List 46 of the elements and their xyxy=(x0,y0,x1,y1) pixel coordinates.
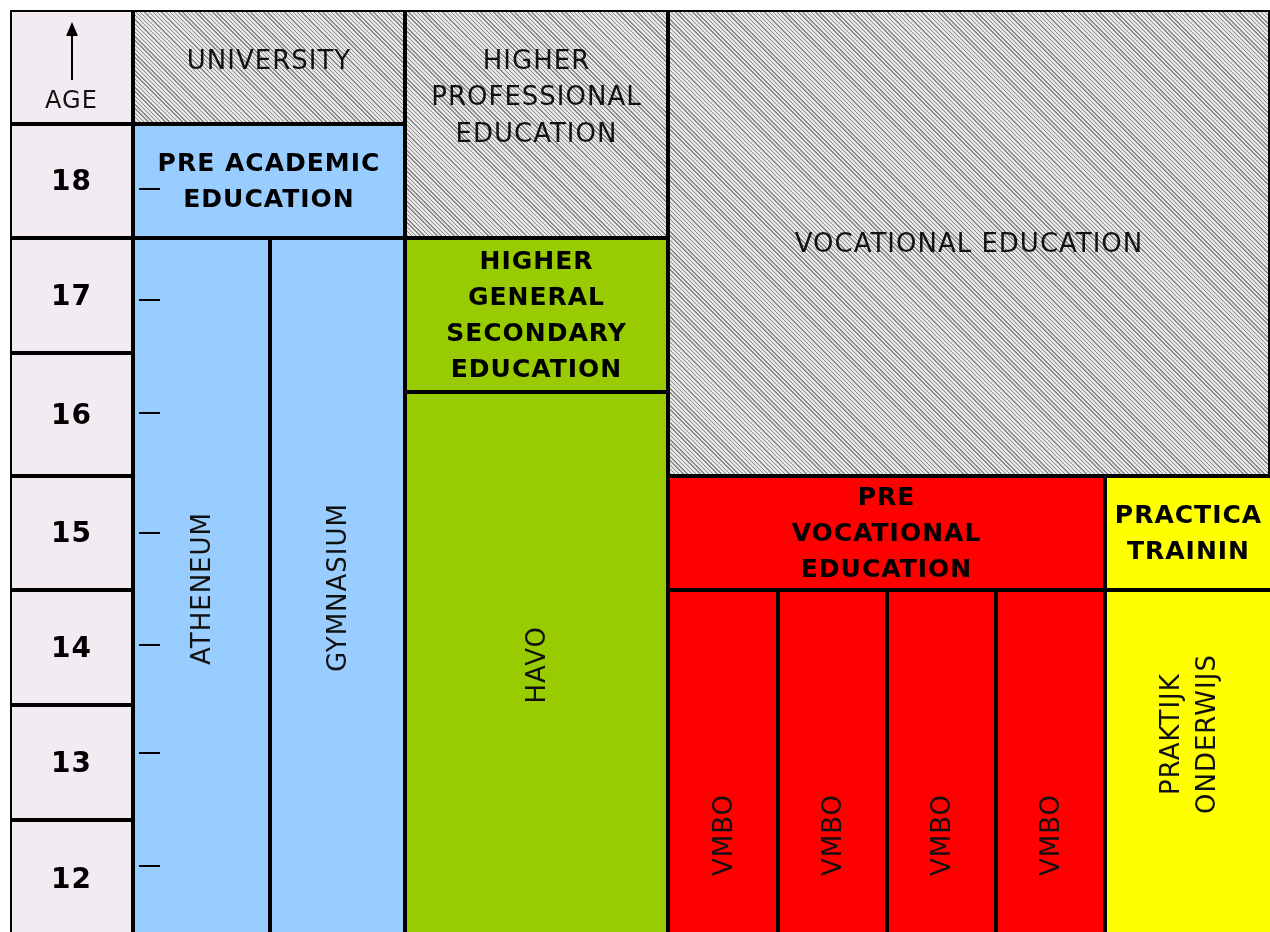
age-number: 14 xyxy=(50,629,93,666)
age-header-cell xyxy=(10,10,133,124)
age-cell xyxy=(10,590,133,705)
stage-block xyxy=(668,10,1270,476)
age-number: 15 xyxy=(50,515,93,552)
stage-block xyxy=(133,124,405,238)
school-type-label: VMBO xyxy=(816,793,849,876)
school-type-label: VMBO xyxy=(925,793,958,876)
age-cell xyxy=(10,124,133,238)
age-number: 12 xyxy=(50,861,93,898)
school-column xyxy=(133,238,270,932)
age-number: 17 xyxy=(50,277,93,314)
stage-block xyxy=(405,10,668,238)
school-column xyxy=(270,238,405,932)
stage-label: UNIVERSITY xyxy=(185,44,353,77)
school-column xyxy=(1105,590,1270,932)
school-column xyxy=(996,590,1105,932)
stage-label: PRE VOCATIONAL EDUCATION xyxy=(790,480,983,586)
stage-label: PRE ACADEMIC EDUCATION xyxy=(156,146,382,215)
stage-block xyxy=(1105,476,1270,590)
age-cell xyxy=(10,353,133,476)
school-column xyxy=(778,590,887,932)
stage-label: HIGHER PROFESSIONAL EDUCATION xyxy=(430,44,643,150)
age-cell xyxy=(10,820,133,932)
school-column xyxy=(668,590,778,932)
stage-label: VOCATIONAL EDUCATION xyxy=(793,226,1145,260)
school-type-label: ATHENEUM xyxy=(185,511,218,665)
age-cell xyxy=(10,238,133,353)
school-type-label: HAVO xyxy=(520,626,553,704)
stage-block xyxy=(405,238,668,392)
stage-block xyxy=(668,476,1105,590)
stage-block xyxy=(133,10,405,124)
school-column xyxy=(887,590,996,932)
stage-label: PRACTICA TRAININ xyxy=(1113,498,1264,567)
age-number: 13 xyxy=(50,744,93,781)
age-number: 16 xyxy=(50,396,93,433)
school-type-label: GYMNASIUM xyxy=(321,503,354,673)
age-number: 18 xyxy=(50,163,93,200)
school-type-label: PRAKTIJK ONDERWIJS xyxy=(1154,653,1223,816)
stage-label: HIGHER GENERAL SECONDARY EDUCATION xyxy=(445,244,628,386)
school-type-label: VMBO xyxy=(1034,793,1067,876)
school-column xyxy=(405,392,668,932)
age-cell xyxy=(10,705,133,820)
age-cell xyxy=(10,476,133,590)
stage-label: AGE xyxy=(44,85,99,117)
school-type-label: VMBO xyxy=(706,793,739,876)
